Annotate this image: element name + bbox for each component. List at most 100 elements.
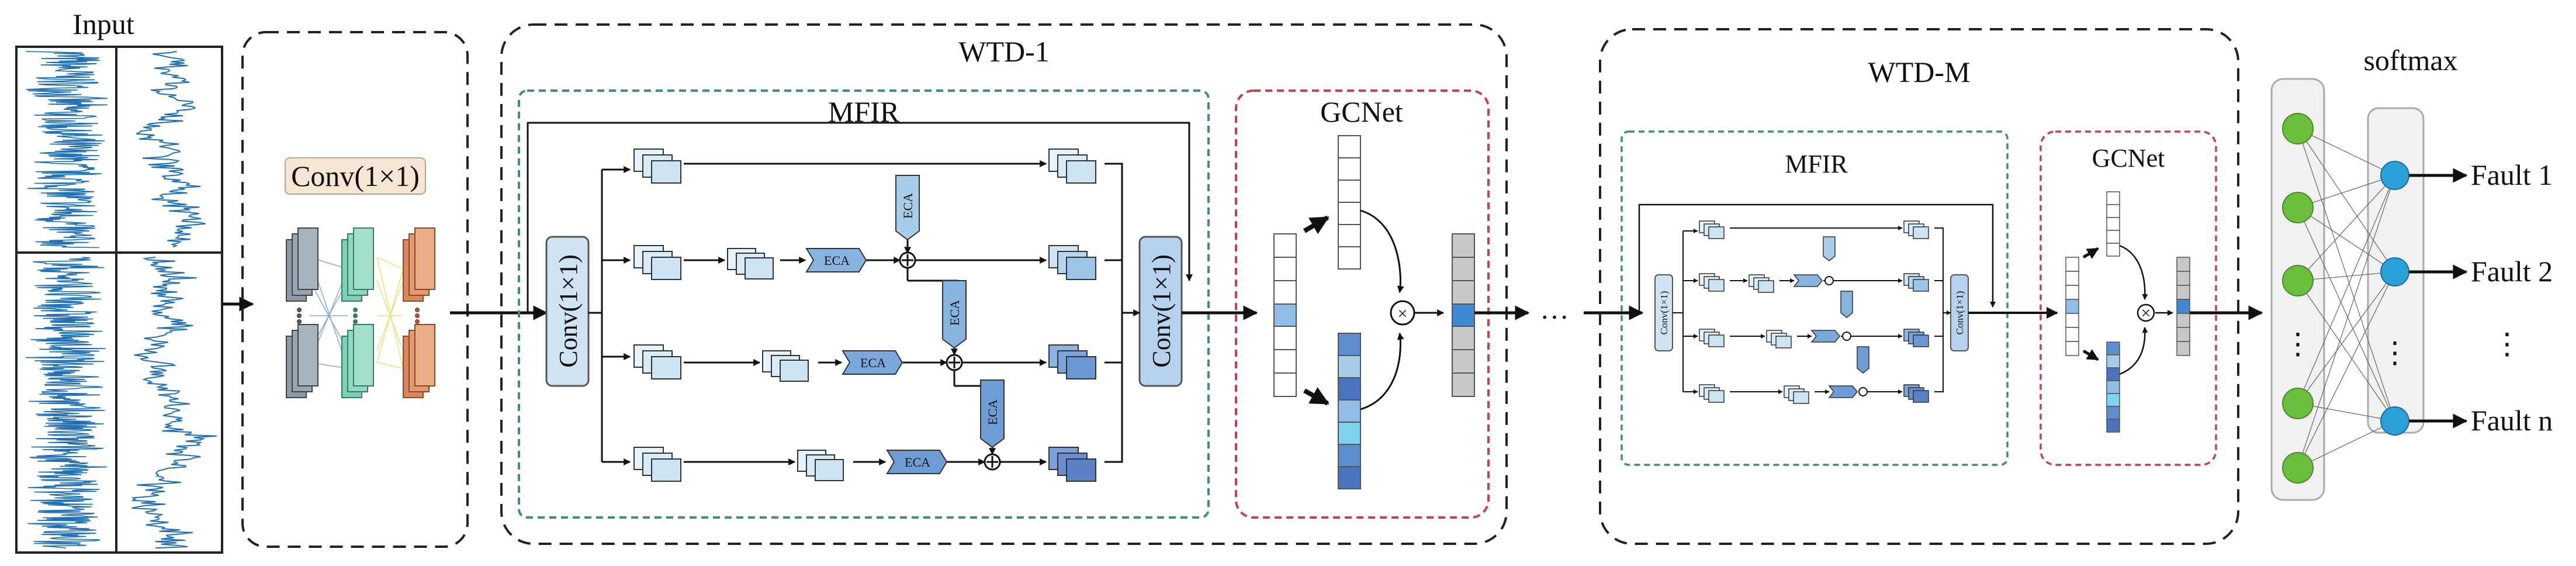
wtdm-title: WTD-M <box>1868 56 1971 88</box>
input-node-3 <box>2282 265 2314 296</box>
wtd1-module: WTD-1 MFIR Conv(1×1) Conv(1×1) <box>500 23 1508 545</box>
wtd1-multiply-sign: × <box>1398 304 1408 323</box>
wtd1-gcnet-vector-top <box>1338 135 1361 270</box>
eca-b4 <box>886 450 948 474</box>
softmax-output-nodes <box>2380 161 2409 436</box>
block-b2-end <box>1048 245 1096 280</box>
fault-arrows <box>2409 168 2468 429</box>
svg-text:ECA: ECA <box>901 193 915 219</box>
block-b2-start <box>633 245 681 280</box>
wtd1-gcnet-vector-bottom <box>1338 333 1361 489</box>
softmax-section: softmax ⋮ ⋮ Fault 1 <box>2270 44 2553 501</box>
wtd1-adders <box>899 251 1001 471</box>
svg-text:ECA: ECA <box>905 455 930 470</box>
block-b3-mid <box>762 350 809 382</box>
wtd1-conv-left-label: Conv(1×1) <box>554 254 583 367</box>
wtd1-frame <box>500 23 1508 545</box>
eca-b3 <box>842 350 903 375</box>
block-b4-start <box>633 447 681 482</box>
input-node-2 <box>2282 192 2314 223</box>
svg-text:ECA: ECA <box>947 300 962 326</box>
block-b1-start <box>633 149 681 184</box>
softmax-input-nodes <box>2282 113 2314 484</box>
block-b2-mid <box>727 248 774 279</box>
wtd1-title: WTD-1 <box>958 35 1050 68</box>
wtd1-multiply-node <box>1390 300 1415 326</box>
fault-label-vdots: ⋮ <box>2492 327 2522 360</box>
wtd1-branch-lines <box>588 160 1141 465</box>
ellipsis: … <box>1540 292 1569 325</box>
wtdm-skip <box>1638 203 1996 313</box>
block-b3-end <box>1048 344 1096 379</box>
block-b4-mid <box>797 450 844 481</box>
conv-label: Conv(1×1) <box>291 160 420 192</box>
output-node-1 <box>2380 161 2409 190</box>
block-b3-start <box>633 344 681 379</box>
wtdm-gcnet-arrows <box>2082 244 2173 375</box>
wtdm-multiply-sign: × <box>2141 303 2151 323</box>
softmax-connections <box>2297 128 2395 468</box>
input-frame <box>15 46 223 554</box>
eca-v3 <box>980 379 1005 448</box>
fault-label-2: Fault 2 <box>2471 255 2553 288</box>
wtd1-feature-blocks <box>633 149 1096 482</box>
svg-text:Conv(1×1): Conv(1×1) <box>1659 291 1670 335</box>
wtdm-gcnet-frame <box>2040 130 2217 466</box>
wtdm-gcnet-vector-top <box>2106 191 2120 257</box>
signal-trace-3 <box>25 257 107 548</box>
feature-stack-gray <box>286 227 318 398</box>
wtd1-gcnet-vector-out <box>1452 233 1475 397</box>
input-section: Input <box>15 8 223 554</box>
wtdm-gcnet-title: GCNet <box>2092 144 2165 172</box>
wtd1-skip-connection <box>527 122 1193 313</box>
output-node-2 <box>2380 257 2409 287</box>
input-nodes-vdots: ⋮ <box>2283 327 2312 360</box>
svg-text:ECA: ECA <box>860 356 886 370</box>
wtdm-mfir-frame <box>1621 130 2009 466</box>
wtdm-gcnet-vector-in <box>2065 257 2079 356</box>
wtd1-gcnet-arrows <box>1303 209 1445 410</box>
wtd1-gcnet-title: GCNet <box>1320 95 1403 128</box>
input-node-5 <box>2282 452 2314 484</box>
signal-trace-1 <box>26 51 108 249</box>
input-node-4 <box>2282 388 2314 419</box>
eca-v2 <box>942 280 967 349</box>
conv-stage-frame <box>241 31 469 548</box>
conv-label-box <box>285 157 426 195</box>
block-b1-end <box>1048 149 1096 184</box>
eca-b2 <box>805 248 867 272</box>
signal-trace-2 <box>136 51 206 248</box>
wtd1-gcnet-vector-in <box>1273 233 1297 397</box>
input-node-1 <box>2282 113 2314 144</box>
output-nodes-vdots: ⋮ <box>2380 336 2409 369</box>
eca-v1 <box>895 175 920 241</box>
fault-label-n: Fault n <box>2471 404 2553 437</box>
wtdm-mfir-title: MFIR <box>1785 150 1848 178</box>
wtd1-eca-vertical: ECA ECA ECA <box>895 175 1005 448</box>
wtdm-blocks <box>1699 220 1929 404</box>
wtdm-gcnet-vector-bottom <box>2106 341 2120 433</box>
wtd1-eca-blocks: ECA ECA ECA <box>805 248 948 474</box>
wtdm-lines <box>1673 226 1951 394</box>
wtdm-frame <box>1599 28 2239 545</box>
svg-text:ECA: ECA <box>824 253 850 268</box>
wtdm-adders <box>1824 276 1868 396</box>
svg-text:Conv(1×1): Conv(1×1) <box>1954 291 1965 335</box>
signal-trace-4 <box>131 257 217 549</box>
output-node-3 <box>2380 406 2409 436</box>
input-title: Input <box>72 8 134 40</box>
feature-stack-teal <box>341 227 374 398</box>
svg-text:ECA: ECA <box>985 399 1000 425</box>
wtd1-mfir-frame <box>518 89 1210 519</box>
wtd1-conv-right-label: Conv(1×1) <box>1147 254 1176 367</box>
fault-label-1: Fault 1 <box>2471 158 2553 191</box>
softmax-title: softmax <box>2363 44 2457 77</box>
wtdm-multiply-node <box>2137 303 2155 322</box>
feature-stack-orange <box>403 227 435 398</box>
wtdm-eca <box>1793 236 1869 398</box>
wtdm-gcnet-vector-out <box>2176 257 2190 356</box>
wtd1-gcnet-frame <box>1235 89 1490 519</box>
conv-stage: Conv(1×1) <box>241 31 469 548</box>
wtdm-module: WTD-M MFIR Conv(1×1) Conv(1×1) <box>1599 28 2239 545</box>
